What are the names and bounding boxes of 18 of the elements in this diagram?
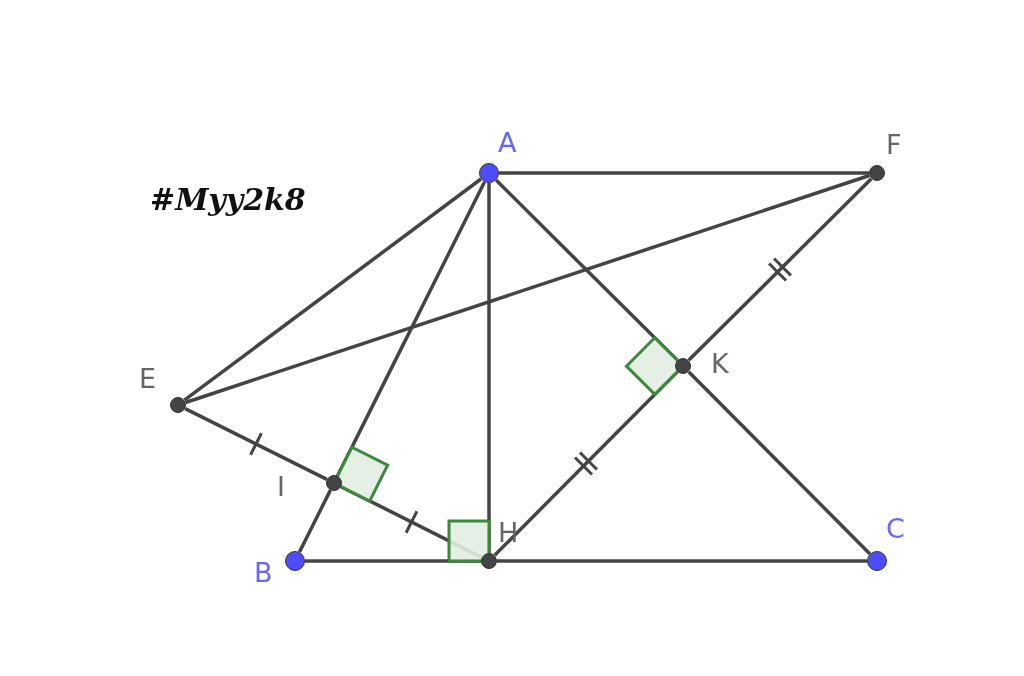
point-label: E [139, 365, 157, 392]
line-segment [497, 559, 867, 563]
line-segment [185, 173, 870, 405]
point-label: B [254, 559, 273, 586]
point-label: H [498, 519, 519, 546]
point-label: K [711, 350, 729, 377]
line-segment [297, 489, 332, 553]
line-segment [687, 370, 872, 556]
line-segment [336, 181, 487, 477]
point-label: F [886, 131, 902, 158]
point-label: C [886, 515, 905, 542]
line-segment [687, 177, 873, 362]
line-segment [499, 171, 869, 175]
hashtag-note: #Myy2k8 [150, 185, 306, 215]
point-label: I [277, 473, 285, 500]
point-label: A [498, 129, 517, 156]
line-segment [183, 177, 483, 402]
line-segment [184, 407, 328, 481]
